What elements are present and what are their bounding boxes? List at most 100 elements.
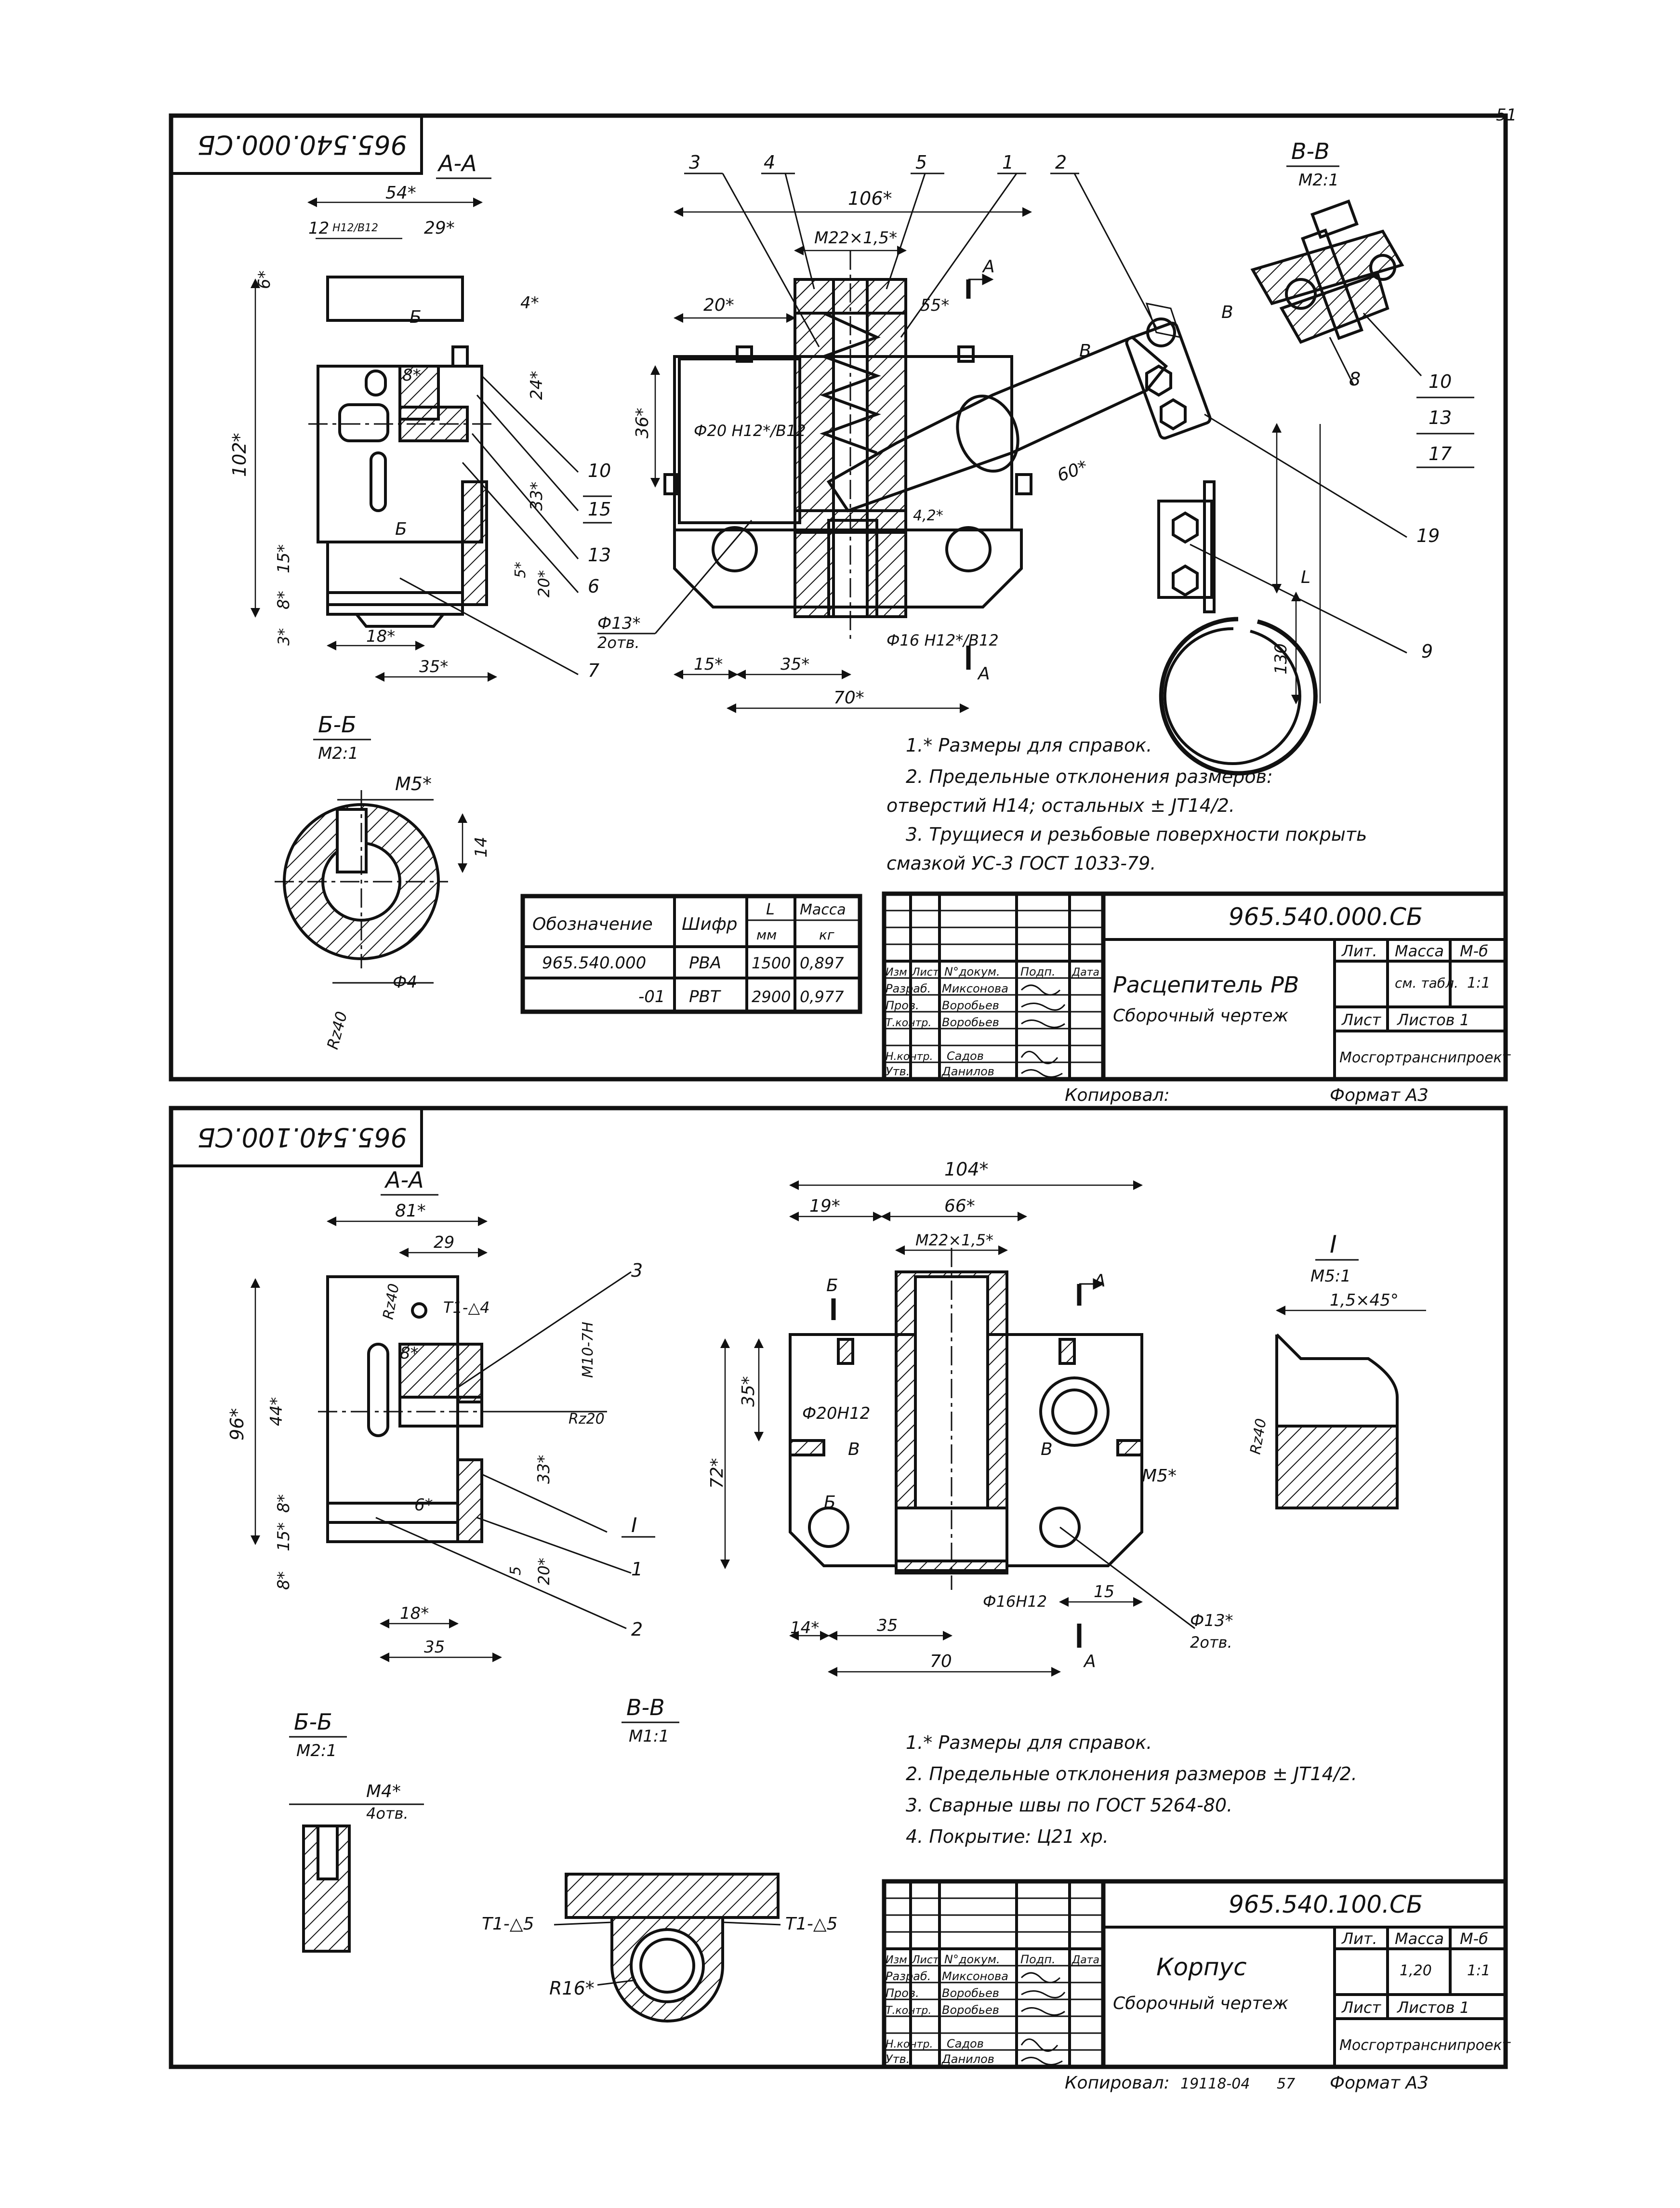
s1-format: Формат А3	[1330, 1085, 1429, 1105]
s1-copied: Копировал:	[1065, 1085, 1170, 1105]
s2-dim-phi13: Ф13*	[1190, 1611, 1233, 1630]
s1-dim-102: 102*	[229, 433, 250, 477]
s1-table-r2-designation: -01	[638, 987, 665, 1006]
s1-dim-6: 6*	[255, 270, 274, 289]
s1-callout-15: 15	[588, 499, 611, 520]
s1-bb-m5: М5*	[395, 773, 432, 794]
s2-note-3: 3. Сварные швы по ГОСТ 5264-80.	[906, 1795, 1232, 1816]
s2-dim-6: 6*	[414, 1495, 433, 1515]
sheet-2-detail-i: I М5:1 1,5×45° Rz40	[1247, 1230, 1426, 1509]
s2-note-4: 4. Покрытие: Ц21 хр.	[906, 1826, 1109, 1847]
s1-callout-1: 1	[1002, 152, 1014, 173]
s2-tb-name-2: Воробьев	[942, 1986, 999, 2000]
s1-dim-70: 70*	[833, 688, 864, 708]
sheet-1-frame	[169, 113, 1508, 1082]
s1-tb-name-2: Воробьев	[942, 999, 999, 1012]
s1-aa-top-block	[326, 276, 464, 322]
s2-i-rz40: Rz40	[1247, 1417, 1270, 1456]
s1-dim-20: 20*	[535, 570, 553, 597]
s1-tb-hdr-list: Лист	[912, 966, 939, 978]
s2-tb-role-1: Разраб.	[886, 1970, 931, 1983]
s1-dim-35: 35*	[419, 657, 448, 676]
s2-dim-m5: М5*	[1142, 1466, 1177, 1486]
s2-dim-35s: 35*	[739, 1376, 758, 1407]
sheet-1-title-block: Изм Лист N°докум. Подп. Дата Разраб. Мик…	[882, 891, 1511, 1082]
s2-tb-code: 965.540.100.СБ	[1229, 1891, 1423, 1918]
s1-tb-sheets: Листов 1	[1397, 1011, 1469, 1029]
sheet-1-notes: 1.* Размеры для справок. 2. Предельные о…	[886, 735, 1367, 874]
s1-dim-gotv: 2отв.	[597, 634, 640, 652]
s2-dim-8: 8*	[400, 1344, 419, 1363]
s1-tb-doctype: Сборочный чертеж	[1113, 1006, 1289, 1026]
s1-roller	[956, 395, 1019, 473]
s2-dim-66: 66*	[944, 1196, 975, 1216]
s1-dim-33: 33*	[527, 482, 546, 511]
s2-callout-I: I	[631, 1513, 637, 1537]
s1-tb-name-5: Садов	[947, 1049, 984, 1063]
s2-tb-role-6: Утв.	[886, 2052, 910, 2066]
s2-dim-m22: М22×1,5*	[915, 1231, 993, 1249]
s1-note-2: 2. Предельные отклонения размеров:	[906, 766, 1273, 787]
s1-lbl-v-2: В	[1221, 303, 1233, 322]
s2-thread-hole	[1051, 1388, 1098, 1435]
s2-tb-role-3: Т.контр.	[886, 2005, 931, 2017]
s1-callout-6: 6	[588, 576, 599, 597]
s2-tb-role-5: Н.контр.	[886, 2038, 933, 2050]
s2-main-body	[789, 1333, 1143, 1567]
s1-table-h-designation: Обозначение	[532, 914, 653, 934]
s1-table-h-mass: Масса	[800, 901, 846, 918]
s1-tb-role-5: Н.контр.	[886, 1051, 933, 1063]
s2-dim-35b: 35	[877, 1616, 898, 1635]
s1-tb-mass: Масса	[1395, 942, 1444, 960]
s2-vv-r16: R16*	[549, 1978, 595, 1999]
s2-lbl-a-top: А	[1093, 1271, 1106, 1291]
s2-note-1: 1.* Размеры для справок.	[906, 1732, 1152, 1753]
s1-dim-42: 4,2*	[913, 507, 943, 524]
s1-dim-130: 130	[1271, 643, 1291, 674]
s2-dim-gotv: 2отв.	[1190, 1633, 1232, 1652]
s2-tb-name-6: Данилов	[941, 2052, 994, 2066]
s1-dim-m22: М22×1,5*	[814, 228, 897, 248]
s2-dim-m10: М10-7Н	[580, 1322, 596, 1378]
sheet-2-section-bb: Б-Б М2:1 М4* 4отв.	[289, 1709, 424, 1953]
s1-dim-18: 18*	[366, 627, 395, 646]
s2-vv-plate	[565, 1873, 780, 1919]
s2-dim-19: 19*	[809, 1196, 840, 1216]
s2-tb-lit: Лит.	[1341, 1930, 1377, 1948]
s2-dim-rz40: Rz40	[380, 1282, 402, 1321]
s1-table-u-mm: мм	[756, 927, 777, 943]
s1-vv-scale: М2:1	[1298, 171, 1339, 190]
s2-tb-hdr-list: Лист	[912, 1954, 939, 1966]
s2-dim-8b: 8*	[274, 1494, 293, 1513]
s2-vv-weld-left: Т1-△5	[482, 1914, 534, 1934]
s2-dim-8c: 8*	[274, 1571, 293, 1590]
sheet-2-section-aa: А-А 81* 29 Rz40 Т1-△4 8* М10-7Н Rz20 96*…	[226, 1167, 655, 1662]
s2-tb-name-3: Воробьев	[942, 2003, 999, 2017]
s2-dim-29: 29	[434, 1233, 454, 1252]
s1-tb-org: Мосгортранснипроект	[1339, 1049, 1511, 1066]
s1-vv-label: В-В	[1291, 138, 1330, 164]
s2-tb-name-1: Миксонова	[942, 1970, 1008, 1983]
s1-tb-scale-val: 1:1	[1467, 975, 1490, 992]
s1-callout-3: 3	[689, 152, 701, 173]
s2-dim-72: 72*	[707, 1458, 727, 1489]
s1-tb-hdr-date: Дата	[1071, 966, 1099, 978]
sheet-2-section-vv: В-В М1:1 Т1-△5 Т1-△5 R16*	[482, 1694, 837, 2023]
s2-tb-signature	[1020, 1972, 1066, 2065]
sheet-2-main-view: 104* 19* 66* М22×1,5* 35* 72* Ф20Н12 Б Б…	[707, 1159, 1233, 1677]
s1-dim-l: L	[1301, 568, 1310, 587]
s2-lbl-a-bot: А	[1083, 1652, 1096, 1671]
s2-dim-70: 70	[930, 1652, 952, 1671]
s1-dim-36: 36*	[633, 408, 652, 438]
s1-callout-13: 13	[588, 544, 611, 566]
s1-callout-4: 4	[764, 152, 775, 173]
s2-dim-phi20: Ф20Н12	[802, 1404, 870, 1423]
s2-tb-role-2: Пров.	[886, 1986, 919, 2000]
s1-callout-7: 7	[588, 660, 599, 681]
s2-dim-104: 104*	[944, 1159, 989, 1180]
s2-tb-sheet: Лист	[1341, 1998, 1381, 2017]
s1-note-3: 3. Трущиеся и резьбовые поверхности покр…	[906, 824, 1367, 845]
s1-lbl-v: В	[1079, 341, 1091, 361]
s2-copied: Копировал:	[1065, 2073, 1170, 2093]
s1-callout-2: 2	[1055, 152, 1067, 173]
